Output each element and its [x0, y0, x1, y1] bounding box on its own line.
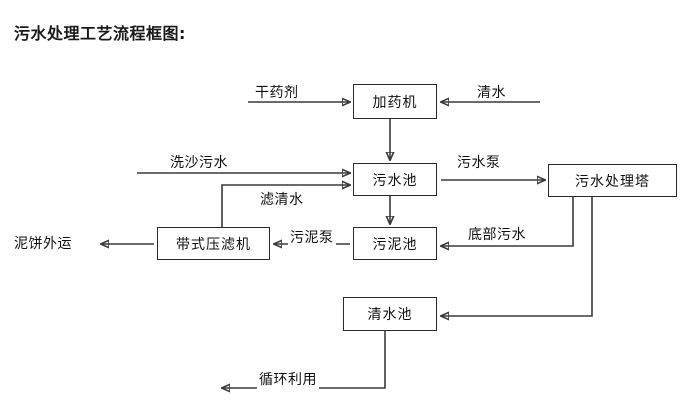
label-sludge-pump: 污泥泵 [288, 227, 336, 247]
label-mud-cake-out: 泥饼外运 [14, 236, 72, 252]
node-treatment-tower[interactable]: 污水处理塔 [548, 164, 677, 197]
page-title: 污水处理工艺流程框图: [14, 24, 186, 43]
node-label: 清水池 [367, 307, 413, 323]
node-label: 带式压滤机 [176, 236, 251, 253]
label-sewage-pump: 污水泵 [455, 152, 503, 172]
node-clear-water-pool[interactable]: 清水池 [343, 297, 437, 331]
label-bottom-sewage: 底部污水 [466, 224, 528, 244]
label-clean-water: 清水 [477, 85, 506, 101]
node-label: 污水处理塔 [575, 173, 650, 190]
label-filtered-clear-water: 滤清水 [258, 189, 306, 209]
node-sewage-pool[interactable]: 污水池 [353, 163, 437, 196]
label-recycle-reuse: 循环利用 [257, 369, 319, 389]
node-label: 污水池 [372, 172, 418, 189]
label-sand-wash-sewage: 洗沙污水 [170, 155, 228, 171]
wire-tower-to-sludge-pool [441, 197, 574, 246]
node-label: 污泥池 [372, 236, 418, 253]
wire-filtered-water-to-sewage-pool [221, 185, 350, 227]
node-dosing-machine[interactable]: 加药机 [353, 84, 437, 119]
node-sludge-pool[interactable]: 污泥池 [353, 227, 437, 260]
node-label: 加药机 [372, 94, 418, 111]
label-dry-chemical: 干药剂 [255, 85, 299, 101]
node-belt-filter-press[interactable]: 带式压滤机 [157, 227, 270, 260]
wire-tower-to-clear-water-pool [441, 197, 593, 316]
